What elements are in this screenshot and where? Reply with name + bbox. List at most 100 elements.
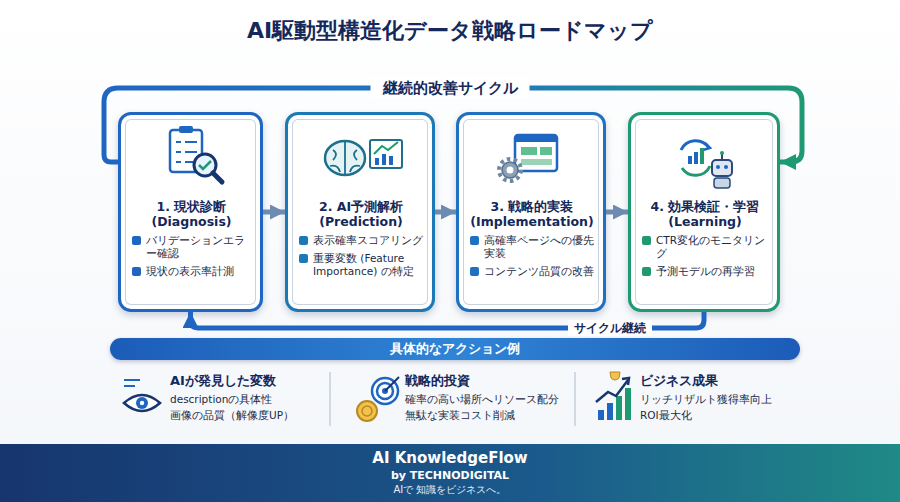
learning-icon — [694, 152, 698, 164]
learning-icon — [716, 165, 720, 169]
investment-icon — [382, 388, 388, 394]
step-bullet: 高確率ページへの優先実装 — [469, 234, 595, 260]
section-title: 具体的なアクション例 — [110, 338, 800, 360]
prediction-icon — [325, 141, 365, 175]
growth-chart-icon — [625, 388, 631, 420]
prediction-icon — [389, 156, 393, 165]
learning-icon — [681, 141, 732, 188]
diagnosis-icon — [179, 126, 193, 133]
investment-icon — [357, 377, 399, 421]
investment-icon — [372, 378, 398, 404]
variable-eye-icon — [124, 380, 140, 386]
diagnosis-icon — [170, 130, 202, 172]
learning-icon — [681, 141, 709, 150]
cycle-label: サイクル継続 — [568, 320, 652, 336]
growth-chart-icon — [616, 396, 622, 420]
flow-arrow — [263, 210, 285, 215]
prediction-icon — [382, 154, 386, 165]
column-divider — [329, 372, 331, 426]
prediction-icon — [330, 141, 360, 175]
learning-icon — [721, 154, 723, 160]
diagnosis-icon — [194, 154, 216, 176]
growth-chart-icon — [596, 372, 631, 420]
implementation-icon — [515, 135, 557, 171]
diagnosis-icon — [170, 126, 222, 182]
column-divider — [574, 372, 576, 426]
step-box: 3. 戦略的実装 (Implementation) 高確率ページへの優先実装コンテ… — [456, 112, 606, 312]
step-bullet: 重要変数 (Feature Importance) の特定 — [298, 252, 424, 278]
action-item: descriptionの具体性 — [170, 392, 325, 406]
learning-icon — [720, 151, 724, 155]
action-heading: AIが発見した変数 — [170, 372, 320, 389]
implementation-icon — [502, 162, 518, 178]
diagnosis-icon — [176, 142, 197, 162]
step-bullet: 表示確率スコアリング — [298, 234, 424, 247]
diagram-title: AI駆動型構造化データ戦略ロードマップ — [0, 17, 900, 45]
brand-byline: by TECHNODIGITAL — [0, 468, 900, 483]
growth-chart-icon — [622, 378, 629, 385]
action-item: 確率の高い場所へリソース配分 — [405, 392, 573, 406]
learning-icon — [703, 143, 710, 150]
learning-icon — [724, 165, 728, 169]
section-band: 具体的なアクション例 — [110, 338, 800, 360]
step-title: 2. AI予測解析 (Prediction) — [298, 199, 424, 229]
growth-chart-icon — [596, 380, 628, 402]
step-bullet: 現状の表示率計測 — [131, 265, 252, 278]
step-bullet: CTR変化のモニタリング — [641, 234, 769, 260]
learning-icon — [714, 178, 730, 188]
action-item: 画像の品質（解像度UP） — [170, 408, 325, 422]
step-bullet: バリデーションエラー確認 — [131, 234, 252, 260]
action-item: 無駄な実装コスト削減 — [405, 408, 573, 422]
learning-icon — [700, 148, 704, 164]
prediction-icon — [370, 140, 402, 168]
implementation-icon — [540, 147, 552, 155]
implementation-icon — [507, 167, 514, 174]
learning-icon — [712, 160, 732, 176]
action-heading: ビジネス成果 — [640, 372, 800, 389]
step-title: 1. 現状診断 (Diagnosis) — [131, 199, 252, 229]
step-title: 3. 戦略的実装 (Implementation) — [469, 199, 595, 229]
growth-chart-icon — [607, 403, 613, 420]
action-item: リッチリザルト獲得率向上 — [640, 392, 800, 406]
diagnosis-icon — [213, 173, 222, 182]
prediction-icon — [374, 142, 398, 154]
learning-icon — [688, 156, 692, 164]
action-heading: 戦略的投資 — [405, 372, 570, 389]
growth-chart-icon — [610, 372, 620, 380]
variable-eye-icon — [140, 401, 144, 405]
investment-icon — [377, 383, 393, 399]
prediction-icon — [325, 140, 402, 175]
variable-eye-icon — [136, 397, 148, 409]
investment-icon — [357, 401, 377, 421]
step-box: 1. 現状診断 (Diagnosis) バリデーションエラー確認現状の表示率計測 — [118, 112, 263, 312]
implementation-icon — [521, 147, 537, 155]
action-item: ROI最大化 — [640, 408, 800, 422]
learning-icon — [682, 166, 710, 175]
footer-band: AI KnowledgeFlowby TECHNODIGITALAIで 知識をビ… — [0, 444, 900, 502]
variable-eye-icon — [124, 380, 160, 411]
flow-arrow — [606, 210, 628, 215]
step-bullet: 予測モデルの再学習 — [641, 265, 769, 278]
step-box: 4. 効果検証・学習 (Learning) CTR変化のモニタリング予測モデルの再… — [628, 112, 780, 312]
implementation-icon — [515, 135, 557, 142]
step-title: 4. 効果検証・学習 (Learning) — [641, 199, 769, 229]
cycle-arrow — [104, 88, 802, 162]
brand-name: AI KnowledgeFlow — [0, 449, 900, 468]
brand-tagline: AIで 知識をビジネスへ。 — [0, 483, 900, 497]
variable-eye-icon — [124, 395, 160, 411]
implementation-icon — [521, 159, 552, 165]
cycle-label: 継続的改善サイクル — [371, 78, 530, 98]
implementation-icon — [499, 159, 521, 181]
growth-chart-icon — [598, 410, 604, 420]
investment-icon — [385, 377, 399, 391]
prediction-icon — [375, 158, 379, 165]
diagnosis-icon — [199, 161, 211, 169]
column-divider — [330, 372, 575, 426]
investment-icon — [362, 406, 372, 416]
flow-arrow — [435, 210, 456, 215]
cycle-arrow — [191, 312, 705, 328]
step-bullet: コンテンツ品質の改善 — [469, 265, 595, 278]
implementation-icon — [499, 135, 557, 181]
